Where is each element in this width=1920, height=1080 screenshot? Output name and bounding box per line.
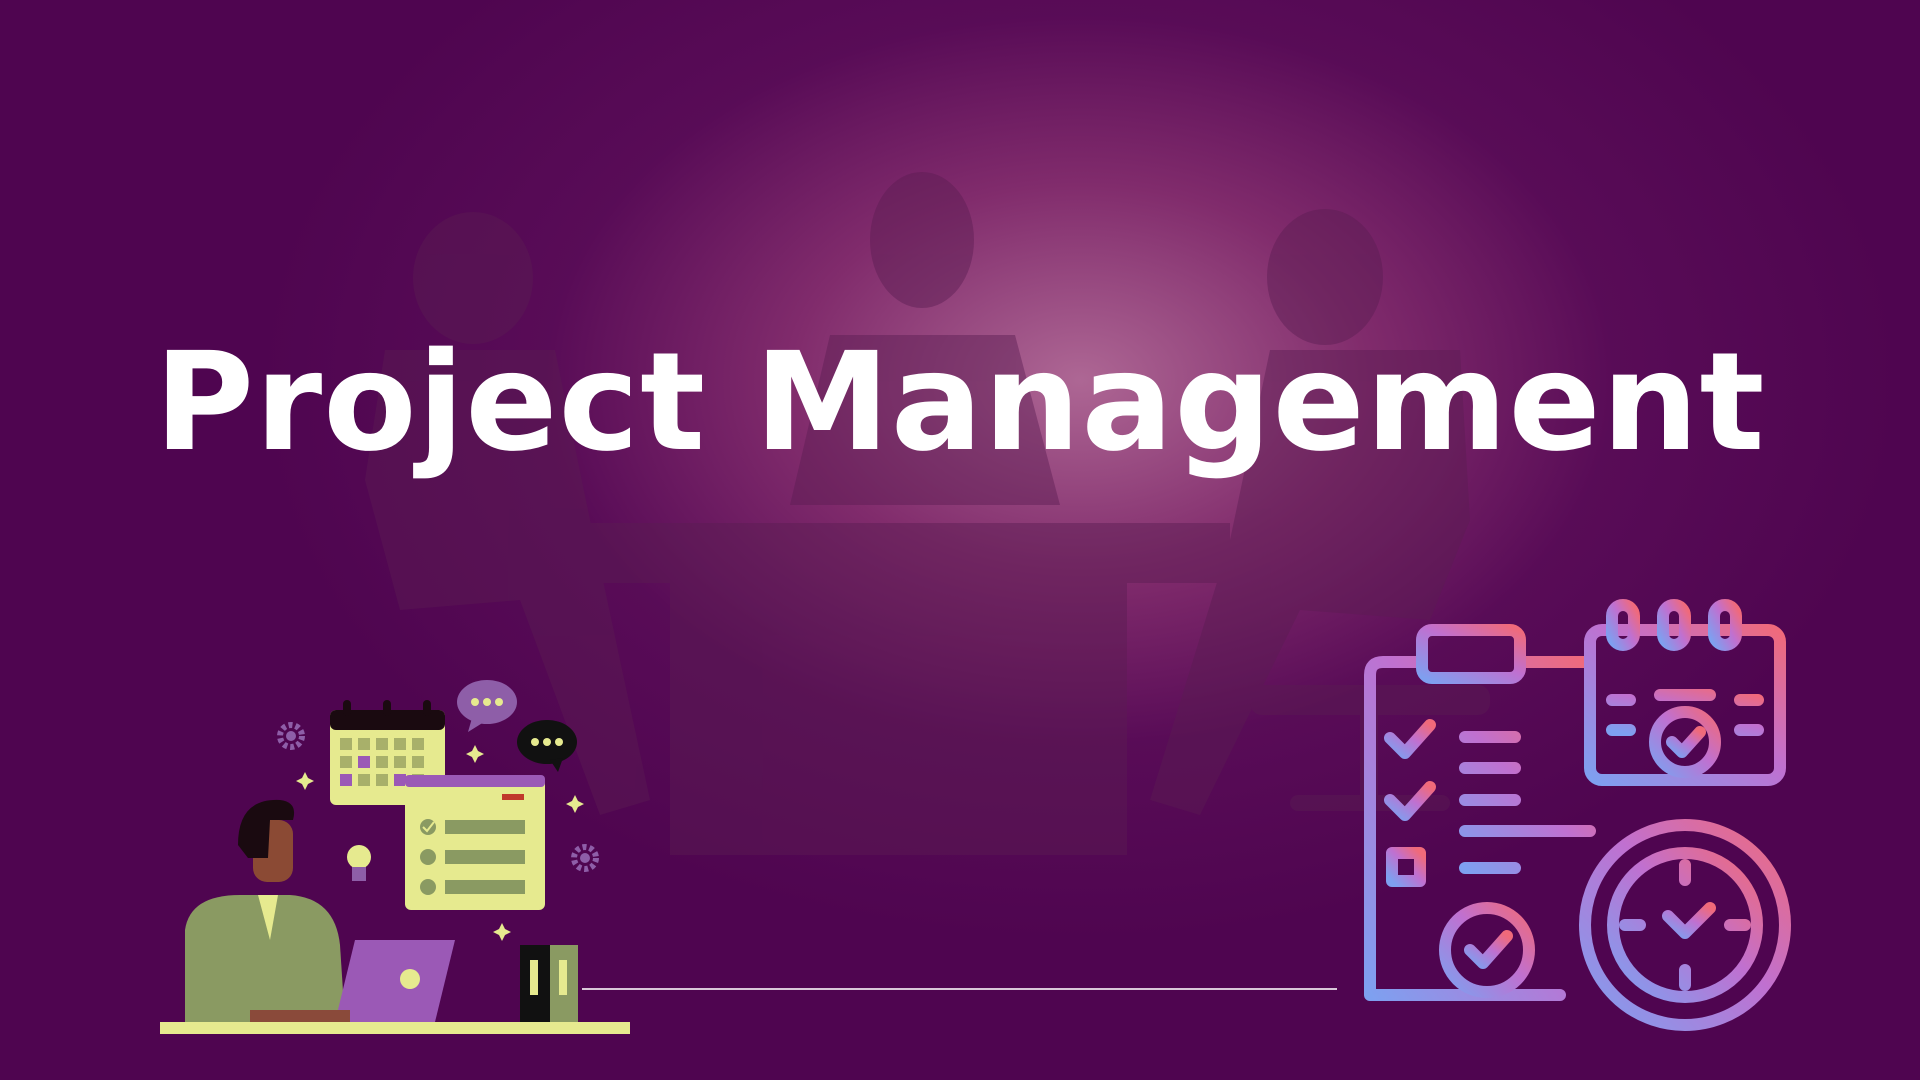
person-at-laptop-icon: [160, 680, 630, 1034]
divider-line: [582, 988, 1337, 990]
clipboard-calendar-clock-icon: [1364, 599, 1791, 1031]
page-title: Project Management: [154, 324, 1766, 482]
